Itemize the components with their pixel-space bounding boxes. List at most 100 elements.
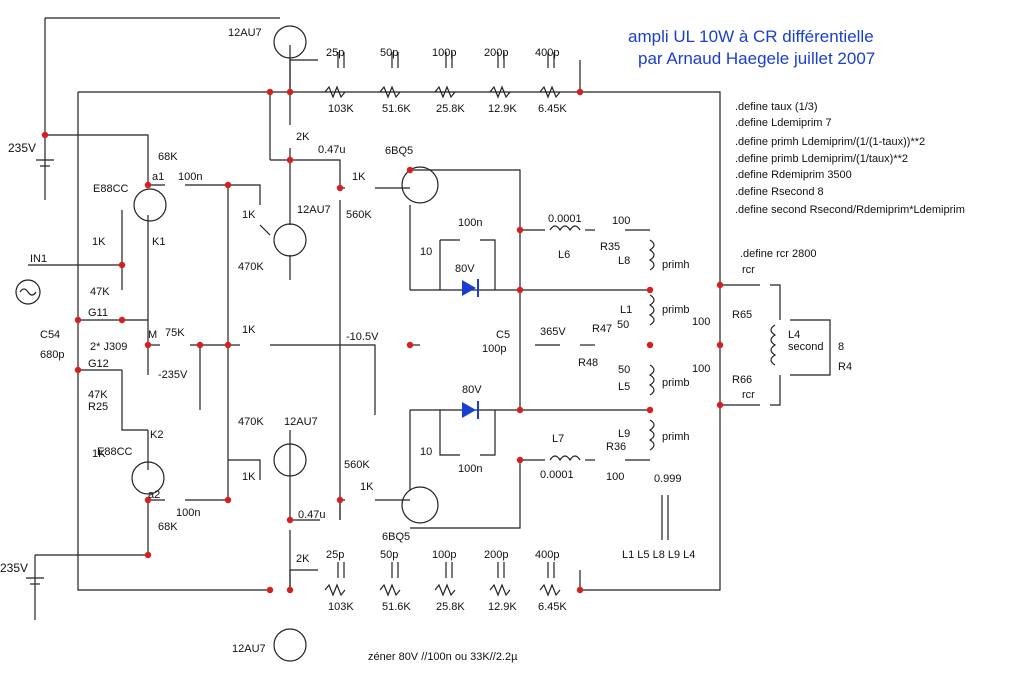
zener-note: zéner 80V //100n ou 33K//2.2µ [368, 651, 518, 663]
part-label: 1K [360, 481, 374, 493]
tube-label: E88CC [97, 446, 133, 458]
define-block: .define taux (1/3) .define Ldemiprim 7 .… [735, 101, 965, 216]
zener-diode-icon [462, 402, 476, 418]
junction-node [406, 341, 414, 349]
part-label: 100 [692, 316, 710, 328]
junction-node [41, 131, 49, 139]
node-label: a2 [148, 489, 160, 501]
node-label: K1 [152, 236, 165, 248]
junction-node [74, 316, 82, 324]
junction-nodes [41, 88, 724, 594]
part-label: 2K [296, 131, 310, 143]
junction-node [224, 181, 232, 189]
title-line-2: par Arnaud Haegele juillet 2007 [638, 49, 875, 68]
junction-node [516, 226, 524, 234]
part-label: primh [662, 431, 690, 443]
tube-6bq5-bottom [401, 486, 439, 524]
part-label: 100p [482, 343, 506, 355]
junction-node [576, 586, 584, 594]
junction-node [516, 406, 524, 414]
define-line: .define Rdemiprim 3500 [735, 169, 852, 181]
define-line: .define Ldemiprim 7 [735, 117, 832, 129]
part-label: 100 [692, 363, 710, 375]
screen-label: 365V [540, 326, 566, 338]
ladder-res: 51.6K [382, 601, 411, 613]
part-label: 100n [178, 171, 202, 183]
node-label: G12 [88, 358, 109, 370]
part-label: 50 [618, 364, 630, 376]
junction-node [118, 261, 126, 269]
tube-label: E88CC [93, 183, 129, 195]
part-label: L1 [620, 304, 632, 316]
ladder-res: 6.45K [538, 103, 567, 115]
part-label: primh [662, 259, 690, 271]
part-label: 100n [458, 463, 482, 475]
part-label: 470K [238, 416, 264, 428]
ladder-cap: 400p [535, 47, 559, 59]
tube-label: 12AU7 [232, 643, 266, 655]
part-label: L4 [788, 329, 800, 341]
ladder-cap: 400p [535, 549, 559, 561]
junction-node [646, 341, 654, 349]
part-label: rcr [742, 264, 755, 276]
part-label: 1K [92, 236, 106, 248]
junction-node [286, 586, 294, 594]
node-label: K2 [150, 429, 163, 441]
ladder-cap: 25p [326, 47, 344, 59]
part-label: R4 [838, 361, 852, 373]
part-label: 47K [88, 389, 108, 401]
define-rcr: .define rcr 2800 [740, 248, 816, 260]
ladder-cap: 200p [484, 47, 508, 59]
junction-node [286, 88, 294, 96]
part-label: 47K [90, 286, 110, 298]
junction-node [224, 341, 232, 349]
labels: 235V 235V 12AU7 E88CC 12AU7 12AU7 E88CC … [0, 27, 852, 663]
tube-label: 6BQ5 [385, 145, 413, 157]
junction-node [266, 88, 274, 96]
jfet-label: 2* J309 [90, 341, 127, 353]
define-line: .define primb Ldemiprim/(1/taux)**2 [735, 153, 908, 165]
part-label: 0.0001 [548, 213, 582, 225]
define-line: .define second Rsecond/Rdemiprim*Ldemipr… [735, 204, 965, 216]
junction-node [196, 341, 204, 349]
zener-label: 80V [455, 263, 475, 275]
part-label: rcr [742, 389, 755, 401]
components [15, 25, 777, 662]
coupling-label: L1 L5 L8 L9 L4 [622, 549, 695, 561]
ladder-cap: 50p [380, 549, 398, 561]
junction-node [406, 166, 414, 174]
define-line: .define primh Ldemiprim/(1/(1-taux))**2 [735, 136, 925, 148]
define-line: .define taux (1/3) [735, 101, 818, 113]
ladder-res: 103K [328, 601, 354, 613]
tube-label: 12AU7 [228, 27, 262, 39]
ladder-res: 12.9K [488, 601, 517, 613]
part-label: 1K [242, 471, 256, 483]
node-label: M [148, 329, 157, 341]
ladder-cap: 25p [326, 549, 344, 561]
ladder-cap: 100p [432, 549, 456, 561]
tube-12au7-bottom [273, 628, 307, 662]
part-label: R47 [592, 323, 612, 335]
part-label: 50 [617, 319, 629, 331]
junction-node [144, 181, 152, 189]
wires [28, 17, 831, 620]
part-label: 680p [40, 349, 64, 361]
junction-node [118, 316, 126, 324]
node-label: G11 [88, 307, 108, 319]
neg-label: -10.5V [346, 331, 379, 343]
part-label: C54 [40, 329, 60, 341]
coupling-label: 0.999 [654, 473, 682, 485]
junction-node [646, 406, 654, 414]
part-label: R36 [606, 441, 626, 453]
node-label: a1 [152, 171, 164, 183]
junction-node [144, 341, 152, 349]
junction-node [74, 366, 82, 374]
ladder-res: 51.6K [382, 103, 411, 115]
ladder-res: 12.9K [488, 103, 517, 115]
tube-e88cc-bottom [131, 461, 165, 495]
part-label: 75K [165, 327, 185, 339]
tube-12au7-mid-bottom [273, 443, 307, 477]
part-label: L8 [618, 255, 630, 267]
part-label: 100n [458, 217, 482, 229]
